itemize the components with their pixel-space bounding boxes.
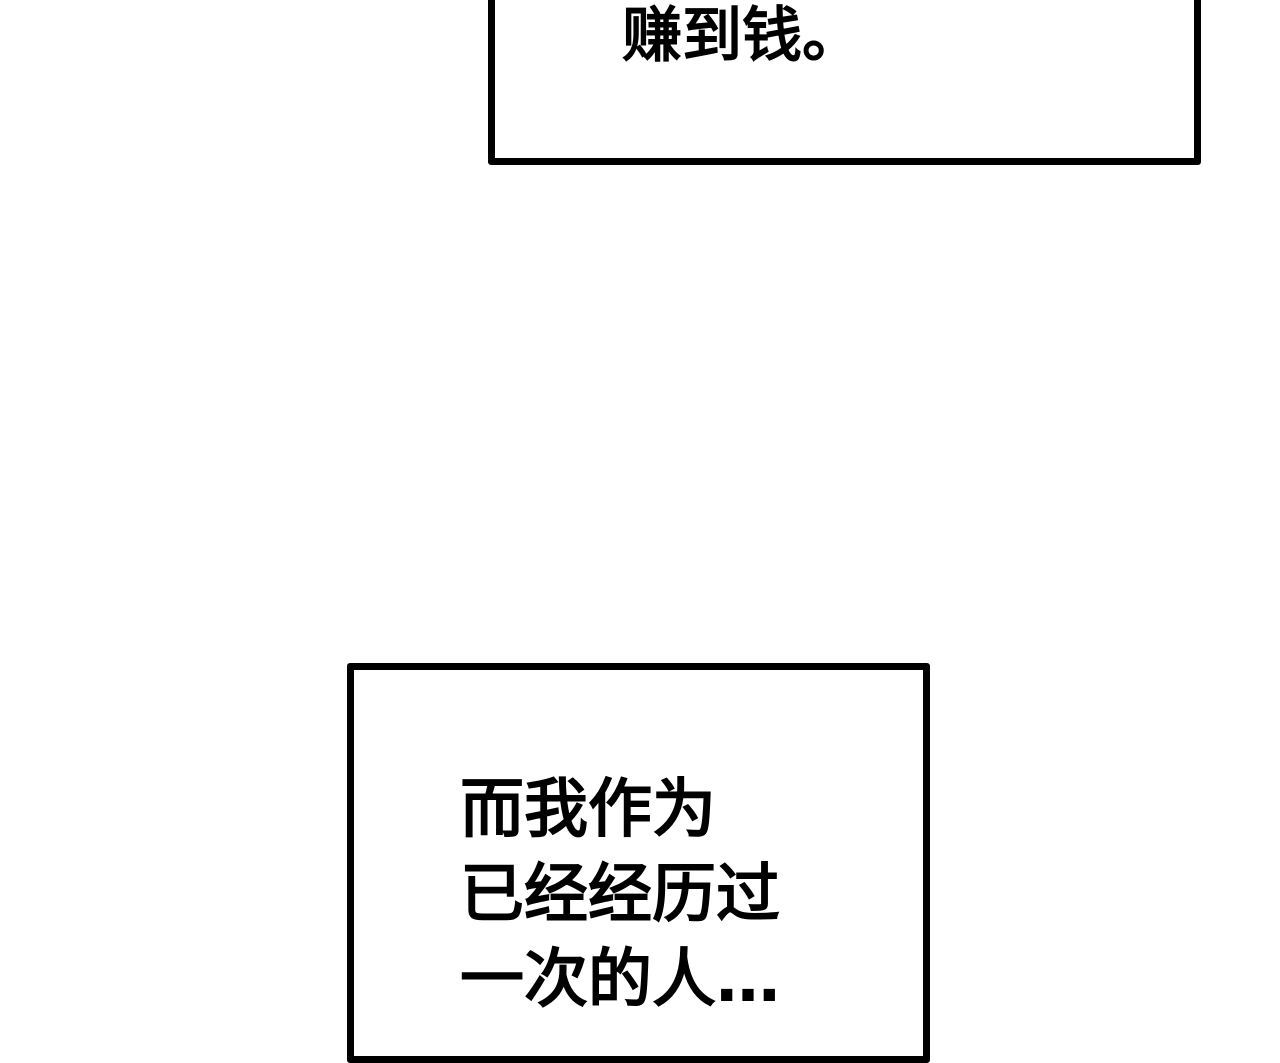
caption-line: 而我作为 bbox=[460, 773, 716, 847]
caption-text-bottom: 而我作为 已经经历过 一次的人… bbox=[460, 768, 780, 1023]
caption-line: 一次的人… bbox=[460, 943, 780, 1017]
caption-line: 已经经历过 bbox=[460, 858, 780, 932]
caption-text-top: 赚到钱。 bbox=[622, 0, 862, 76]
caption-box-top bbox=[488, 0, 1201, 165]
caption-line: 赚到钱。 bbox=[622, 1, 862, 71]
caption-box-bottom bbox=[347, 663, 930, 1063]
